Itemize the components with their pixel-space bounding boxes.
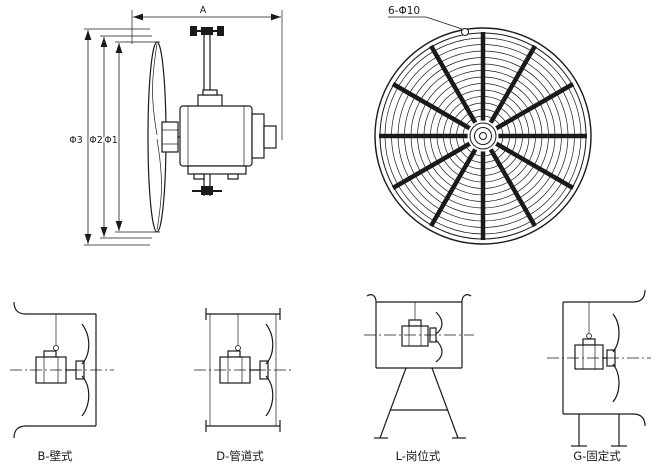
mount-label-d: D-管道式 bbox=[216, 449, 264, 463]
mount-d-drawing bbox=[194, 308, 292, 432]
leader-line bbox=[425, 16, 463, 30]
terminal-box bbox=[43, 350, 57, 358]
blade-upper bbox=[265, 323, 274, 365]
bell-curl-bottom bbox=[632, 413, 646, 427]
terminal-box bbox=[227, 350, 241, 358]
flange-curl-left bbox=[366, 294, 377, 303]
flange-curl-right bbox=[461, 294, 472, 303]
hole-callout: 6-Φ10 bbox=[388, 5, 469, 36]
blade-upper bbox=[612, 313, 620, 353]
blade-hub bbox=[161, 121, 179, 153]
side-view-drawing: A Φ3 Φ2 Φ1 bbox=[68, 5, 283, 246]
blade-lower bbox=[612, 363, 620, 403]
outer-rim bbox=[374, 27, 592, 245]
motor-foot-right bbox=[227, 173, 239, 180]
hub bbox=[467, 120, 499, 152]
bottom-clamp-block bbox=[201, 186, 213, 195]
bolt-hole bbox=[461, 28, 469, 36]
bell-curl-top bbox=[632, 289, 646, 303]
mount-b-drawing bbox=[10, 301, 114, 439]
mount-label-l: L-岗位式 bbox=[396, 449, 441, 463]
motor bbox=[574, 344, 604, 370]
blade-upper bbox=[81, 323, 90, 365]
mount-label-b: B-壁式 bbox=[37, 449, 73, 463]
terminal-box bbox=[197, 94, 223, 108]
terminal-box bbox=[582, 338, 596, 346]
motor-shaft bbox=[263, 125, 277, 149]
mount-l-drawing bbox=[364, 294, 474, 439]
bell-curl-top bbox=[13, 301, 27, 315]
blade-lower bbox=[265, 375, 274, 417]
motor-assembly bbox=[179, 89, 277, 180]
dimension-a: A bbox=[131, 5, 283, 140]
bell-curl-bottom bbox=[13, 425, 27, 439]
top-clamp-block-center bbox=[201, 27, 213, 35]
dimension-phi1: Φ1 bbox=[103, 41, 160, 233]
dimension-phi3: Φ3 bbox=[68, 28, 150, 246]
stand-legs bbox=[374, 367, 466, 439]
top-clamp-block-left bbox=[190, 26, 197, 36]
blade-lower bbox=[435, 339, 443, 363]
terminal-box-cap bbox=[202, 89, 218, 96]
dim-label-a: A bbox=[200, 5, 207, 16]
top-clamp-block-right bbox=[217, 26, 224, 36]
dim-label-phi1: Φ1 bbox=[104, 135, 118, 146]
blade-lower bbox=[81, 375, 90, 417]
front-view-drawing: 6-Φ10 bbox=[374, 5, 592, 245]
fixed-bracket bbox=[571, 414, 627, 447]
mount-label-g: G-固定式 bbox=[573, 449, 621, 463]
motor-foot-left bbox=[193, 173, 205, 180]
blade-upper bbox=[435, 311, 443, 335]
mount-g-drawing bbox=[547, 289, 651, 447]
dim-label-phi2: Φ2 bbox=[89, 135, 103, 146]
motor-end-bell bbox=[251, 113, 265, 159]
motor-mount-plate bbox=[187, 165, 247, 175]
dimension-phi2: Φ2 bbox=[88, 35, 152, 239]
terminal-box bbox=[408, 319, 422, 327]
propeller-blade bbox=[147, 41, 182, 233]
dim-label-phi3: Φ3 bbox=[69, 135, 83, 146]
motor bbox=[401, 325, 429, 347]
motor-body bbox=[179, 105, 253, 167]
hole-callout-label: 6-Φ10 bbox=[388, 5, 420, 17]
